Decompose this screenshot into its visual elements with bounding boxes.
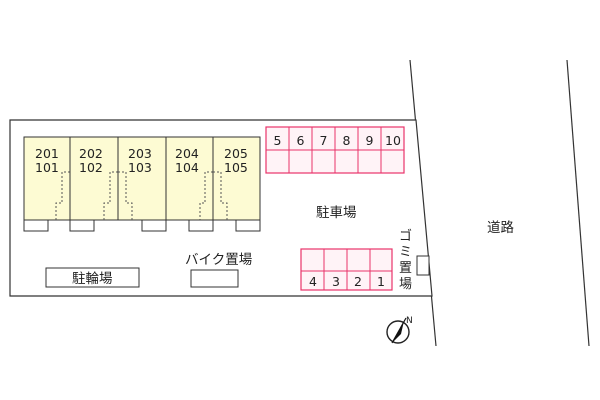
unit-partition xyxy=(103,171,118,220)
parking-space-number: 2 xyxy=(354,274,362,289)
unit-number-lower: 102 xyxy=(79,160,103,175)
unit-partition xyxy=(213,171,228,220)
unit-3: 203 103 xyxy=(117,136,167,232)
parking-space-number: 3 xyxy=(332,274,340,289)
unit-entrance-step xyxy=(69,219,95,232)
unit-number-upper: 203 xyxy=(128,146,152,161)
building-block: 201 101 202 102 203 103 204 104 xyxy=(23,136,261,232)
road-label: 道路 xyxy=(487,220,515,236)
unit-entrance-step xyxy=(188,219,214,232)
svg-text:場: 場 xyxy=(399,277,412,292)
parking-space-number: 8 xyxy=(343,133,351,148)
unit-number-lower: 105 xyxy=(224,160,248,175)
parking-space-number: 10 xyxy=(385,133,401,148)
bike-parking-area xyxy=(190,269,239,288)
parking-space-number: 5 xyxy=(274,133,282,148)
unit-1: 201 101 xyxy=(23,136,71,232)
unit-entrance-step xyxy=(235,219,261,232)
unit-2: 202 102 xyxy=(69,136,119,232)
parking-space-number: 6 xyxy=(297,133,305,148)
garbage-area-label: ゴ ミ 置 場 xyxy=(399,228,412,292)
unit-number-upper: 202 xyxy=(79,146,103,161)
unit-5: 205 105 xyxy=(212,136,261,232)
unit-number-upper: 204 xyxy=(175,146,199,161)
parking-row-top: 5 6 7 8 9 10 xyxy=(265,126,405,174)
unit-number-lower: 104 xyxy=(175,160,199,175)
unit-number-lower: 101 xyxy=(35,160,59,175)
parking-lot-label: 駐車場 xyxy=(316,205,357,221)
unit-number-upper: 201 xyxy=(35,146,59,161)
unit-entrance-step xyxy=(141,219,167,232)
svg-text:置: 置 xyxy=(399,261,412,276)
garbage-area-box xyxy=(416,255,430,276)
unit-partition xyxy=(55,171,70,220)
unit-number-lower: 103 xyxy=(128,160,152,175)
compass-icon: N xyxy=(386,316,413,344)
bicycle-parking-area xyxy=(45,267,140,288)
svg-text:ミ: ミ xyxy=(399,245,412,260)
parking-space-number: 1 xyxy=(377,274,385,289)
parking-space-number: 4 xyxy=(309,274,317,289)
unit-number-upper: 205 xyxy=(224,146,248,161)
svg-text:ゴ: ゴ xyxy=(399,228,412,244)
bike-parking-label: バイク置場 xyxy=(185,252,252,268)
unit-4: 204 104 xyxy=(165,136,214,232)
unit-entrance-step xyxy=(23,219,49,232)
unit-partition xyxy=(199,171,213,220)
parking-space-number: 7 xyxy=(320,133,328,148)
compass-north-letter: N xyxy=(406,316,413,326)
unit-partition xyxy=(118,171,133,220)
parking-row-bottom: 4 3 2 1 xyxy=(300,248,393,291)
road-edge-right xyxy=(566,59,590,347)
bicycle-parking-label: 駐輪場 xyxy=(72,270,113,287)
parking-space-number: 9 xyxy=(366,133,374,148)
